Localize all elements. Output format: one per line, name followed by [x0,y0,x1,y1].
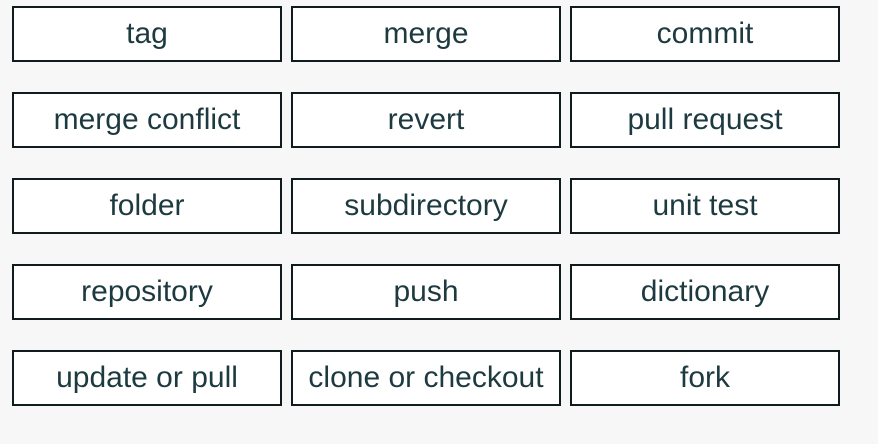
term-card[interactable]: update or pull [12,350,282,406]
term-card[interactable]: fork [570,350,840,406]
term-card[interactable]: repository [12,264,282,320]
term-card[interactable]: clone or checkout [291,350,561,406]
term-card[interactable]: commit [570,6,840,62]
term-card[interactable]: unit test [570,178,840,234]
term-card[interactable]: subdirectory [291,178,561,234]
term-card[interactable]: merge [291,6,561,62]
term-card[interactable]: tag [12,6,282,62]
term-card[interactable]: revert [291,92,561,148]
term-card[interactable]: dictionary [570,264,840,320]
term-card[interactable]: merge conflict [12,92,282,148]
term-card[interactable]: push [291,264,561,320]
term-card[interactable]: pull request [570,92,840,148]
term-card[interactable]: folder [12,178,282,234]
